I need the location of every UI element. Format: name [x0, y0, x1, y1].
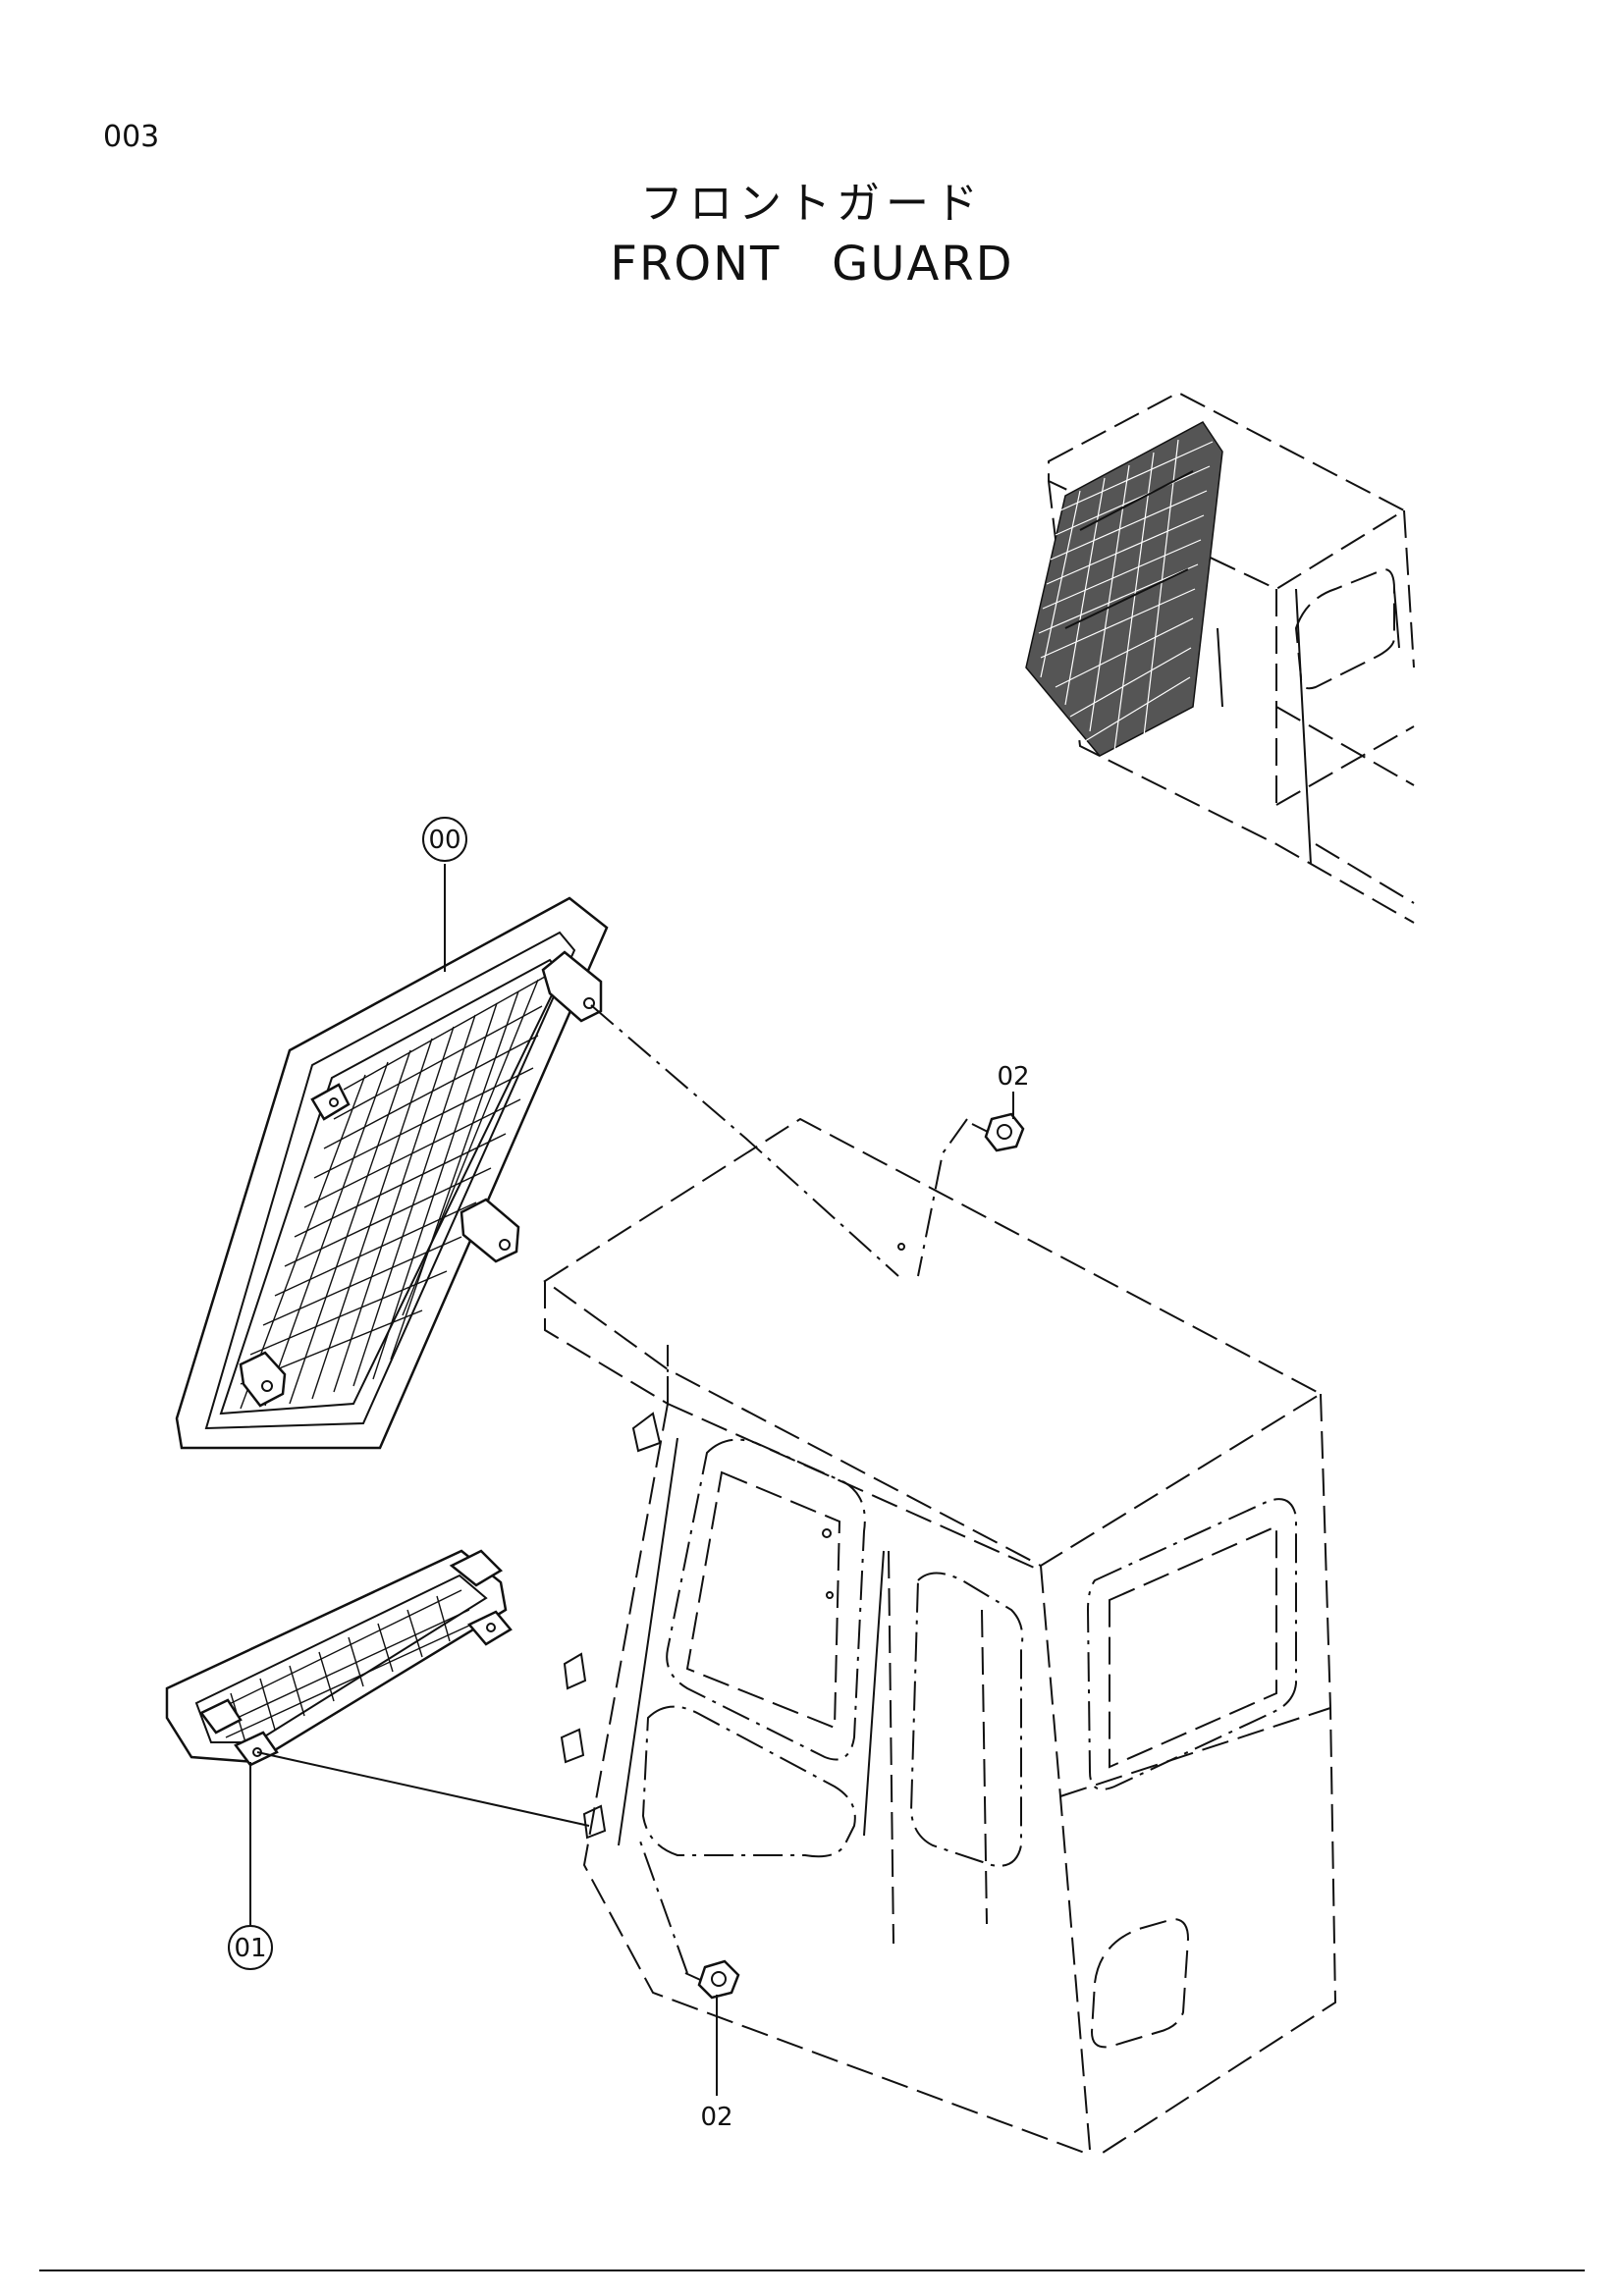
bottom-rule	[39, 2269, 1585, 2271]
cab-body-phantom	[543, 1117, 1337, 2156]
front-guard-upper-part-00	[175, 896, 609, 1450]
front-guard-lower-part-01	[165, 1549, 513, 1767]
callout-00: 00	[422, 817, 467, 862]
title-block: フロントガード FRONT GUARD	[0, 175, 1624, 294]
title-english: FRONT GUARD	[610, 237, 1014, 292]
callout-01-label: 01	[234, 1934, 266, 1963]
assembly-leader-lines	[249, 864, 1014, 2096]
callout-01: 01	[228, 1925, 273, 1970]
reference-view-cab-with-guard	[1025, 391, 1415, 924]
bolt-02-top	[971, 1112, 1025, 1152]
page-number: 003	[103, 120, 160, 154]
callout-02-bottom-label: 02	[700, 2103, 732, 2132]
callout-02-top-label: 02	[997, 1062, 1029, 1092]
title-japanese: フロントガード	[640, 179, 984, 229]
callout-00-label: 00	[428, 826, 460, 855]
bolt-02-bottom	[684, 1959, 740, 2000]
